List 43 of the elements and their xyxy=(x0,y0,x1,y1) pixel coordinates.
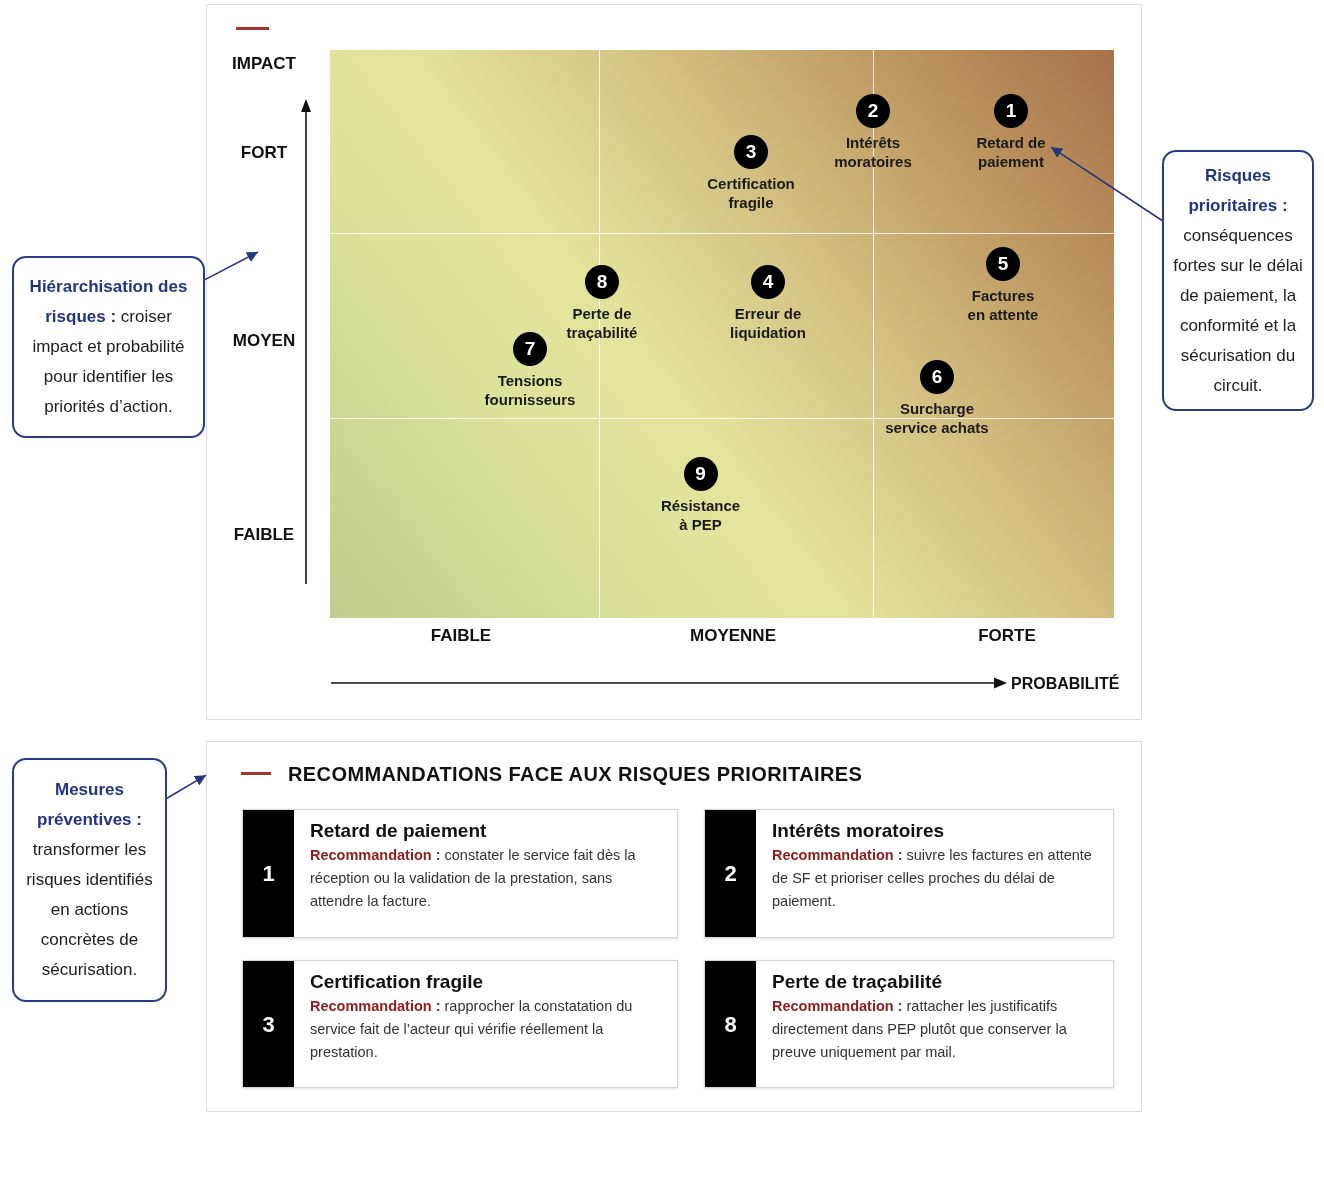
level-label: FAIBLE xyxy=(232,524,296,546)
level-label: MOYEN xyxy=(231,330,297,352)
card-title: Intérêts moratoires xyxy=(772,819,946,843)
risk-label: Factures en attente xyxy=(966,286,1040,324)
number-tab: 1 xyxy=(243,810,294,937)
recommendation-text: Recommandation : rapprocher la constatation du service fait de l’acteur qui vérifie réellement la prestation. xyxy=(310,997,634,1062)
risk-label: Certification fragile xyxy=(706,174,796,212)
recommendation-card xyxy=(704,809,1114,938)
callout-text: Mesures préventives : transformer les risques identifiés en actions concrètes de sécurisation. xyxy=(25,779,154,981)
recommendation-card xyxy=(242,960,678,1088)
risk-label: Retard de paiement xyxy=(975,133,1047,171)
recommendation-text: Recommandation : constater le service fait dès la réception ou la validation de la prestation, sans attendre la facture. xyxy=(310,846,637,911)
risk-label: Résistance à PEP xyxy=(659,496,742,534)
recommendation-text: Recommandation : suivre les factures en attente de SF et prioriser celles proches du délai de paiement. xyxy=(772,846,1093,911)
risk-label: Erreur de liquidation xyxy=(729,304,807,342)
callout-arrow xyxy=(204,251,259,281)
card-title: Perte de traçabilité xyxy=(772,970,944,994)
card-title: Retard de paiement xyxy=(310,819,488,843)
recommendation-card xyxy=(704,960,1114,1088)
recommendation-card xyxy=(242,809,678,938)
risk-label: Tensions fournisseurs xyxy=(483,371,577,409)
section-heading: RECOMMANDATIONS FACE AUX RISQUES PRIORITAIRES xyxy=(288,762,863,786)
level-label: FAIBLE xyxy=(429,625,493,647)
recommendations-panel xyxy=(206,741,1142,1112)
callout-box xyxy=(1162,150,1314,411)
risk-label: Perte de traçabilité xyxy=(565,304,639,342)
callout-text: Risques prioritaires : conséquences fortes sur le délai de paiement, la conformité et la sécurisation du circuit. xyxy=(1172,164,1304,397)
risk-label: Surcharge service achats xyxy=(884,399,990,437)
level-label: FORTE xyxy=(977,625,1037,647)
axis-title: IMPACT xyxy=(231,53,297,75)
callout-arrow xyxy=(166,774,207,800)
card-title: Certification fragile xyxy=(310,970,485,994)
number-tab: 2 xyxy=(705,810,756,937)
recommendation-text: Recommandation : rattacher les justificatifs directement dans PEP plutôt que conserver la preuve uniquement par mail. xyxy=(772,997,1068,1062)
number-tab: 8 xyxy=(705,961,756,1087)
level-label: MOYENNE xyxy=(689,625,777,647)
number-tab: 3 xyxy=(243,961,294,1087)
callout-arrow xyxy=(1050,146,1163,222)
callout-box xyxy=(12,758,167,1002)
level-label: FORT xyxy=(239,142,289,164)
callout-text: Hiérarchisation des risques : croiser impact et probabilité pour identifier les priorités d’action. xyxy=(28,276,189,418)
axis-title: PROBABILITÉ xyxy=(1011,673,1121,694)
callout-box xyxy=(12,256,205,438)
